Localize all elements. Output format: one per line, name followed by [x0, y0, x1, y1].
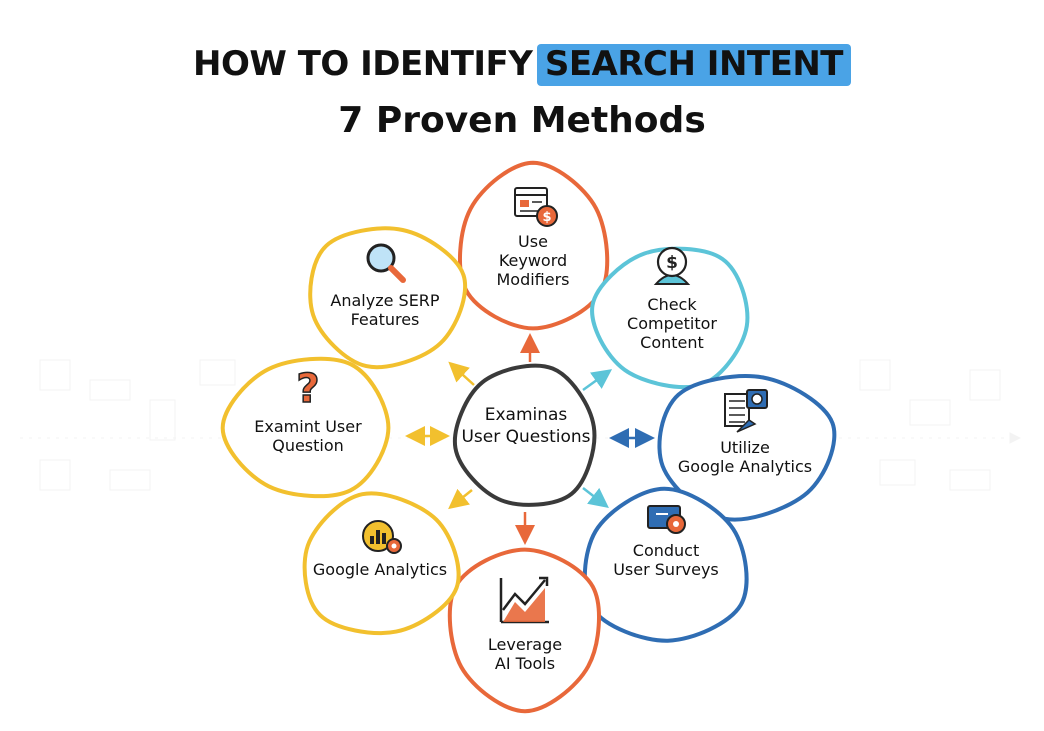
svg-text:$: $ [666, 253, 678, 273]
node-shape [302, 491, 461, 636]
node-label-line: Question [272, 436, 344, 455]
node-shape [458, 160, 610, 331]
connector-4 [582, 487, 609, 509]
node-label-line: Analyze SERP [330, 291, 440, 310]
node-label-line: Competitor [627, 314, 717, 333]
center-shape [452, 363, 597, 507]
node-shape [657, 374, 837, 522]
document-gear-icon [724, 389, 768, 433]
monitor-bug-icon [647, 505, 686, 534]
connector-6 [448, 488, 473, 510]
center-label-line: Examinas [485, 405, 568, 425]
subtitle: 7 Proven Methods [338, 100, 706, 141]
node-label-line: AI Tools [495, 654, 555, 673]
chart-gear-icon [362, 520, 402, 554]
node-label-line: Google Analytics [313, 560, 447, 579]
node-label-line: Modifiers [496, 270, 569, 289]
node-label-line: Use [518, 232, 548, 251]
node-google-analytics-left: Google Analytics [302, 491, 461, 636]
node-label-line: Keyword [499, 251, 567, 270]
node-shape [308, 226, 468, 370]
browser-dollar-icon: $ [514, 187, 558, 227]
title-prefix: HOW TO IDENTIFY [193, 44, 533, 84]
node-label: Google Analytics [313, 560, 447, 579]
node-label-line: Leverage [488, 635, 562, 654]
magnifier-icon [366, 243, 406, 283]
node-shape [220, 356, 391, 499]
node-label-line: Examint User [254, 417, 362, 436]
node-label-line: Content [640, 333, 704, 352]
node-label-line: Utilize [720, 438, 770, 457]
node-shape [590, 246, 750, 389]
node-label-line: Check [647, 295, 697, 314]
node-label-line: User Surveys [613, 560, 719, 579]
node-shape [582, 486, 749, 643]
connector-2 [582, 369, 613, 392]
node-label-line: Google Analytics [678, 457, 812, 476]
connectors [405, 333, 655, 545]
connector-8 [448, 361, 475, 386]
dollar-person-icon: $ [653, 246, 691, 285]
center-label-line: User Questions [461, 427, 590, 447]
question-mark-icon: ? [296, 365, 321, 413]
title-highlight: SEARCH INTENT [536, 44, 851, 86]
trend-chart-icon [499, 576, 549, 624]
svg-text:$: $ [542, 210, 551, 225]
node-label-line: Features [351, 310, 420, 329]
node-label-line: Conduct [633, 541, 699, 560]
title-row: HOW TO IDENTIFY SEARCH INTENT [0, 44, 1044, 86]
node-shape [447, 547, 601, 714]
svg-text:?: ? [296, 366, 319, 412]
